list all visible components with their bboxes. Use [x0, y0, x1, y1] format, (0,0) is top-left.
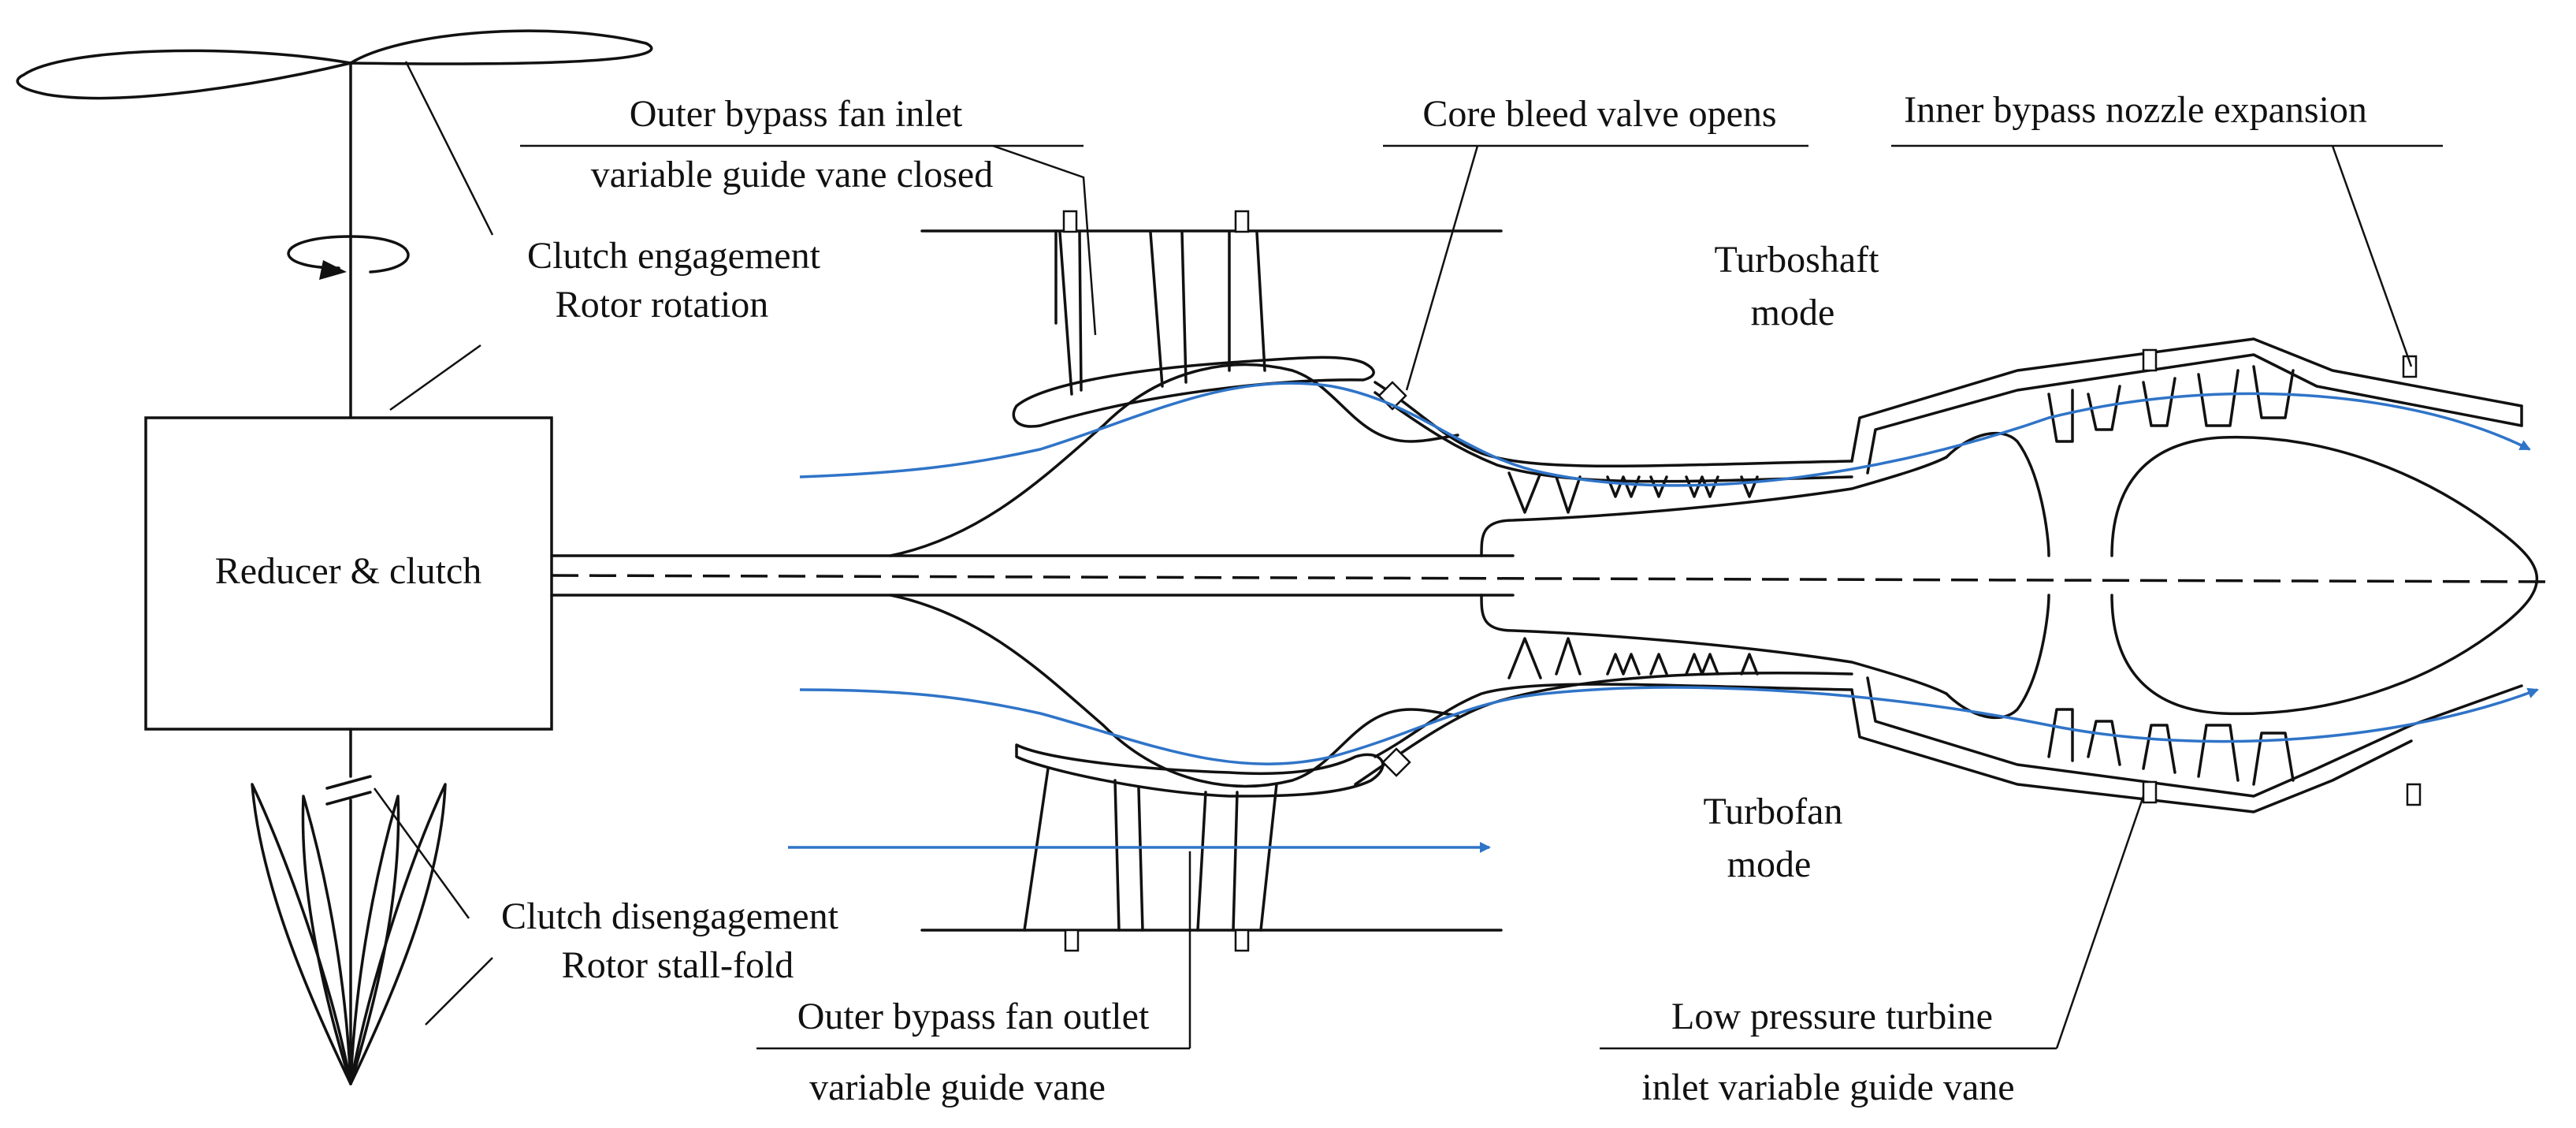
- label-lpt-1: Low pressure turbine: [1671, 996, 1993, 1037]
- leader-clutch-disengage-1: [373, 787, 470, 919]
- rotation-arrow-icon: [287, 235, 410, 280]
- folded-rotor: [251, 783, 447, 1085]
- lower-shaft: [325, 728, 372, 1081]
- label-inner-bypass-nozzle: Inner bypass nozzle expansion: [1904, 89, 2367, 131]
- label-core-bleed: Core bleed valve opens: [1422, 93, 1776, 135]
- label-outer-bypass-inlet-1: Outer bypass fan inlet: [630, 93, 963, 135]
- label-turbofan-1: Turbofan: [1704, 791, 1843, 832]
- main-shaft: [550, 554, 2546, 597]
- outer-casing-top: [920, 210, 1503, 428]
- label-clutch-engagement-2: Rotor rotation: [556, 284, 769, 326]
- label-outer-bypass-outlet-1: Outer bypass fan outlet: [797, 996, 1150, 1037]
- rotor-blade: [16, 29, 653, 419]
- reducer-clutch-box: [144, 416, 553, 731]
- leader-clutch-disengage-2: [425, 957, 493, 1026]
- core-lower: [1354, 594, 1948, 786]
- label-turbofan-2: mode: [1727, 843, 1812, 885]
- label-outer-bypass-inlet-2: variable guide vane closed: [591, 154, 993, 195]
- label-clutch-disengagement-2: Rotor stall-fold: [562, 944, 794, 986]
- reducer-clutch-label: Reducer & clutch: [215, 550, 482, 592]
- leaders-bottom: [756, 795, 2145, 1050]
- label-clutch-engagement-1: Clutch engagement: [527, 235, 821, 277]
- label-turboshaft-1: Turboshaft: [1715, 239, 1880, 281]
- leaders-top: [520, 144, 2443, 391]
- leader-clutch-engagement-1: [404, 61, 494, 236]
- turbine-section: [1850, 337, 2539, 813]
- leader-clutch-engagement-2: [389, 344, 481, 411]
- label-outer-bypass-outlet-2: variable guide vane: [809, 1067, 1106, 1108]
- label-turboshaft-2: mode: [1751, 292, 1835, 333]
- airflow-lines: [788, 382, 2539, 853]
- outer-casing-bottom: [920, 743, 1503, 952]
- core-upper: [1373, 381, 1948, 557]
- label-lpt-2: inlet variable guide vane: [1641, 1067, 2014, 1108]
- label-clutch-disengagement-1: Clutch disengagement: [501, 895, 839, 937]
